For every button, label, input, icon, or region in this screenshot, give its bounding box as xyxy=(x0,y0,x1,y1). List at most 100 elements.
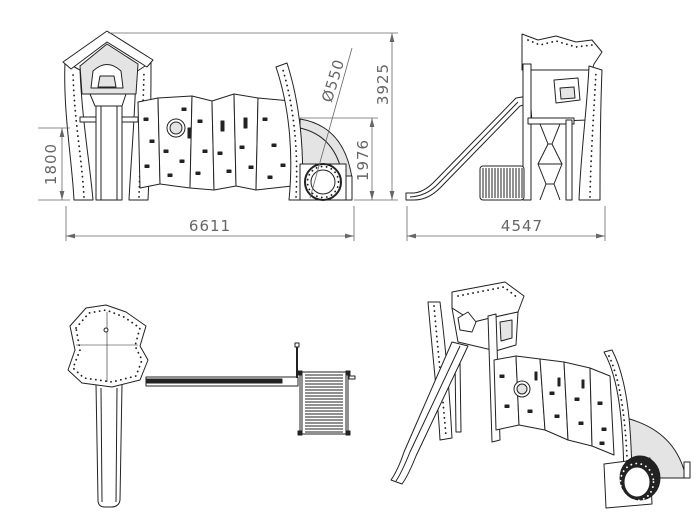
arrowhead xyxy=(59,128,65,137)
climbing-holds xyxy=(143,107,286,179)
climbing-hold xyxy=(549,391,555,395)
tower-post xyxy=(522,63,532,201)
climbing-hold xyxy=(217,151,223,155)
slide-edge xyxy=(409,101,519,198)
climbing-hold xyxy=(597,401,603,405)
arrowhead xyxy=(596,233,605,239)
porthole-glass xyxy=(169,121,183,135)
arrowhead xyxy=(407,233,416,239)
frame-corner xyxy=(345,370,351,376)
arrowhead xyxy=(389,191,395,200)
wall-panel xyxy=(137,97,161,189)
roof-panel-bolts xyxy=(527,39,593,48)
side-width-label: 4547 xyxy=(501,217,543,235)
climbing-hold xyxy=(239,145,245,149)
frame-corner xyxy=(345,430,351,436)
tower-front-window xyxy=(457,311,477,333)
isometric-view xyxy=(390,281,691,509)
climbing-hold xyxy=(195,171,201,175)
climbing-hold xyxy=(601,427,607,431)
platform-beam xyxy=(527,117,575,125)
platform-height-label: 1800 xyxy=(42,143,60,185)
roof-panel xyxy=(521,33,603,71)
climbing-hold xyxy=(267,175,273,179)
wall-panel xyxy=(233,93,259,191)
climbing-wall-panels xyxy=(493,355,615,456)
panel-slot xyxy=(534,371,538,381)
climbing-hold xyxy=(197,119,203,123)
post-cap xyxy=(294,342,300,348)
tower-roof xyxy=(62,30,154,70)
climbing-hold xyxy=(163,149,169,153)
arrowhead xyxy=(66,233,75,239)
climbing-holds xyxy=(499,374,607,445)
slide-edge xyxy=(395,345,461,482)
climbing-hold xyxy=(181,107,187,111)
slide xyxy=(390,341,469,485)
rope-ladder-side xyxy=(551,123,563,201)
arrowhead xyxy=(389,33,395,42)
porthole-glass xyxy=(516,383,528,395)
climbing-hold xyxy=(149,139,155,143)
tunnel-plan xyxy=(301,371,347,435)
climbing-hold xyxy=(280,163,286,167)
panel-slot xyxy=(581,379,585,389)
climbing-hold xyxy=(578,421,584,425)
left-trunk-post-bolts xyxy=(433,305,447,437)
arrowhead xyxy=(369,118,375,127)
side-elevation-view xyxy=(405,33,603,201)
arch-height-label: 1976 xyxy=(354,139,372,181)
climbing-hold xyxy=(179,159,185,163)
tunnel-ribs xyxy=(305,374,343,433)
diameter-leader-line xyxy=(309,47,353,199)
wall-panel xyxy=(189,95,215,191)
tunnel-inner xyxy=(623,466,651,498)
wall-panel xyxy=(211,93,237,191)
panel-slot xyxy=(187,127,192,139)
slide-start xyxy=(89,93,127,107)
arrowhead xyxy=(59,191,65,200)
wall-panel xyxy=(589,367,615,456)
climbing-hold xyxy=(144,164,150,168)
climbing-hold xyxy=(262,117,268,121)
climbing-hold xyxy=(143,117,149,121)
tower-seat xyxy=(97,75,117,88)
climbing-hold xyxy=(527,409,533,413)
climbing-hold xyxy=(248,165,254,169)
climbing-hold xyxy=(167,173,173,177)
climbing-hold xyxy=(271,143,277,147)
tunnel-support xyxy=(683,461,691,479)
roof-peak-marker xyxy=(103,327,109,333)
tunnel-body xyxy=(479,165,525,201)
frame-corner xyxy=(297,370,303,376)
total-height-label: 3925 xyxy=(374,63,392,105)
panel-slot xyxy=(243,117,248,129)
roof-plan xyxy=(67,304,149,388)
tunnel-bolt-ring xyxy=(306,165,340,199)
slide-plan xyxy=(95,383,123,508)
wall-panel xyxy=(157,95,193,189)
climbing-hold xyxy=(226,169,232,173)
trunk-post xyxy=(578,65,603,201)
panel-slot xyxy=(557,377,561,387)
tower-seat xyxy=(559,86,576,100)
slide-rail xyxy=(115,387,118,503)
tunnel-diameter-label: Ø550 xyxy=(318,57,348,105)
tower-side-window xyxy=(499,319,513,342)
tower-roof-bolts xyxy=(457,286,519,299)
right-trunk-post-bolts xyxy=(282,69,298,198)
trunk-post-bolts xyxy=(589,71,597,198)
support-stub xyxy=(348,375,356,380)
arrowhead xyxy=(369,191,375,200)
climbing-hold xyxy=(599,441,605,445)
slide-chute xyxy=(95,105,123,201)
bridge-deck-band xyxy=(145,378,283,384)
climbing-hold xyxy=(554,414,560,418)
side-dimensions: 4547 xyxy=(406,206,606,241)
climbing-hold xyxy=(504,404,510,408)
front-width-label: 6611 xyxy=(189,217,231,235)
rope-ladder-side xyxy=(537,123,549,201)
slide-rail xyxy=(100,387,103,503)
tunnel-support xyxy=(345,175,353,201)
